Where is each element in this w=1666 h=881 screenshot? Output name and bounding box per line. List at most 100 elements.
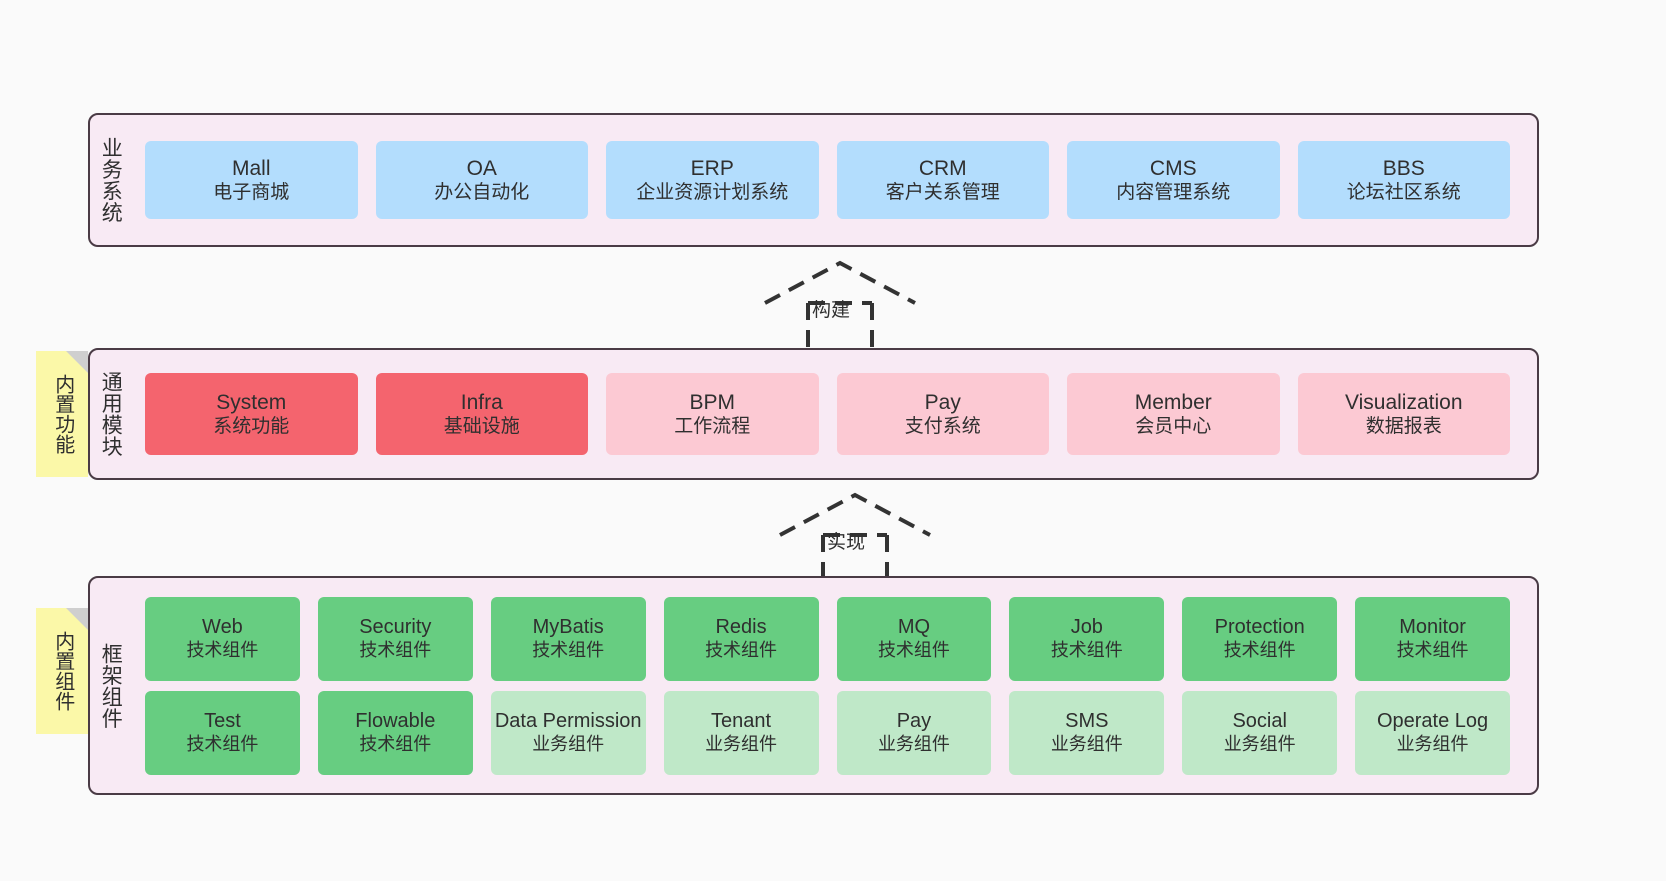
card-web[interactable]: Web 技术组件 [145, 596, 300, 681]
card-erp[interactable]: ERP 企业资源计划系统 [606, 141, 819, 219]
card-crm[interactable]: CRM 客户关系管理 [836, 141, 1049, 219]
card-sub: 企业资源计划系统 [636, 182, 789, 204]
card-sub: 业务组件 [1396, 733, 1469, 754]
card-sub: 技术组件 [359, 639, 432, 660]
layer-title-business: 业务系统 [99, 137, 123, 223]
card-name: Tenant [711, 710, 772, 733]
card-data-permission[interactable]: Data Permission 业务组件 [490, 690, 646, 775]
card-name: Redis [715, 616, 767, 639]
layer-common-modules: 通用模块 System 系统功能 Infra 基础设施 BPM 工作流程 Pay… [88, 348, 1539, 480]
card-sub: 技术组件 [359, 733, 432, 754]
card-sub: 技术组件 [186, 733, 259, 754]
layer-body-framework: Web 技术组件 Security 技术组件 MyBatis 技术组件 Redi… [130, 578, 1537, 793]
sticky-label: 内置组件 [51, 631, 74, 711]
framework-card-row-1: Web 技术组件 Security 技术组件 MyBatis 技术组件 Redi… [136, 596, 1519, 681]
card-bbs[interactable]: BBS 论坛社区系统 [1297, 141, 1510, 219]
card-name: CRM [918, 156, 967, 180]
card-name: MQ [897, 616, 931, 639]
card-name: SMS [1065, 710, 1109, 733]
card-name: OA [466, 156, 497, 180]
card-name: Test [204, 710, 241, 733]
framework-card-row-2: Test 技术组件 Flowable 技术组件 Data Permission … [136, 690, 1519, 775]
card-test[interactable]: Test 技术组件 [145, 690, 300, 775]
card-mq[interactable]: MQ 技术组件 [836, 596, 992, 681]
sticky-note-builtin-functions: 内置功能 [36, 351, 88, 477]
card-oa[interactable]: OA 办公自动化 [375, 141, 588, 219]
card-name: System [216, 390, 287, 414]
card-mall[interactable]: Mall 电子商城 [145, 141, 358, 219]
card-sub: 技术组件 [186, 639, 259, 660]
card-name: Social [1232, 710, 1287, 733]
card-sub: 技术组件 [705, 639, 778, 660]
card-bpm[interactable]: BPM 工作流程 [606, 373, 819, 455]
card-sub: 业务组件 [1050, 733, 1123, 754]
card-system[interactable]: System 系统功能 [145, 373, 358, 455]
card-redis[interactable]: Redis 技术组件 [663, 596, 819, 681]
business-card-row: Mall 电子商城 OA 办公自动化 ERP 企业资源计划系统 CRM 客户关系… [136, 141, 1519, 219]
layer-business-systems: 业务系统 Mall 电子商城 OA 办公自动化 ERP 企业资源计划系统 CRM… [88, 113, 1539, 247]
sticky-label: 内置功能 [51, 374, 74, 454]
card-name: Security [359, 616, 432, 639]
card-monitor[interactable]: Monitor 技术组件 [1355, 596, 1510, 681]
card-tenant[interactable]: Tenant 业务组件 [663, 690, 819, 775]
card-security[interactable]: Security 技术组件 [317, 596, 473, 681]
card-sub: 电子商城 [213, 182, 290, 204]
card-name: Pay [924, 390, 961, 414]
card-cms[interactable]: CMS 内容管理系统 [1067, 141, 1280, 219]
sticky-fold-icon [66, 351, 88, 373]
card-name: MyBatis [532, 616, 604, 639]
card-sms[interactable]: SMS 业务组件 [1009, 690, 1165, 775]
layer-title-modules: 通用模块 [99, 371, 123, 457]
card-sub: 会员中心 [1135, 416, 1212, 438]
card-name: Visualization [1344, 390, 1463, 414]
card-protection[interactable]: Protection 技术组件 [1182, 596, 1338, 681]
arrow-implement: 实现 [770, 487, 940, 587]
sticky-fold-icon [66, 608, 88, 630]
card-name: Monitor [1399, 616, 1466, 639]
card-sub: 业务组件 [877, 733, 950, 754]
card-sub: 办公自动化 [434, 182, 530, 204]
card-job[interactable]: Job 技术组件 [1009, 596, 1165, 681]
card-sub: 内容管理系统 [1116, 182, 1231, 204]
card-flowable[interactable]: Flowable 技术组件 [317, 690, 473, 775]
card-sub: 技术组件 [532, 639, 605, 660]
card-sub: 客户关系管理 [885, 182, 1000, 204]
card-sub: 业务组件 [1223, 733, 1296, 754]
card-name: Web [202, 616, 243, 639]
card-sub: 技术组件 [1396, 639, 1469, 660]
card-sub: 数据报表 [1365, 416, 1442, 438]
card-name: Job [1070, 616, 1103, 639]
card-name: BPM [689, 390, 735, 414]
card-mybatis[interactable]: MyBatis 技术组件 [490, 596, 646, 681]
card-name: Infra [460, 390, 503, 414]
card-sub: 支付系统 [904, 416, 981, 438]
arrow-label-build: 构建 [812, 300, 851, 321]
card-sub: 工作流程 [674, 416, 751, 438]
card-sub: 技术组件 [1223, 639, 1296, 660]
arrow-build: 构建 [755, 255, 925, 355]
card-name: Data Permission [494, 710, 642, 733]
card-member[interactable]: Member 会员中心 [1067, 373, 1280, 455]
layer-body-modules: System 系统功能 Infra 基础设施 BPM 工作流程 Pay 支付系统… [130, 350, 1537, 478]
card-sub: 基础设施 [443, 416, 520, 438]
card-sub: 业务组件 [705, 733, 778, 754]
sticky-note-builtin-components: 内置组件 [36, 608, 88, 734]
card-sub: 系统功能 [213, 416, 290, 438]
card-name: ERP [690, 156, 734, 180]
card-operate-log[interactable]: Operate Log 业务组件 [1355, 690, 1510, 775]
card-visualization[interactable]: Visualization 数据报表 [1297, 373, 1510, 455]
layer-title-framework: 框架组件 [99, 642, 123, 729]
card-pay-module[interactable]: Pay 支付系统 [836, 373, 1049, 455]
arrow-label-implement: 实现 [827, 532, 866, 553]
card-social[interactable]: Social 业务组件 [1182, 690, 1338, 775]
card-name: Flowable [355, 710, 436, 733]
card-sub: 技术组件 [877, 639, 950, 660]
card-name: Pay [896, 710, 932, 733]
card-pay-component[interactable]: Pay 业务组件 [836, 690, 992, 775]
card-sub: 业务组件 [532, 733, 605, 754]
card-name: CMS [1149, 156, 1197, 180]
card-infra[interactable]: Infra 基础设施 [375, 373, 588, 455]
layer-body-business: Mall 电子商城 OA 办公自动化 ERP 企业资源计划系统 CRM 客户关系… [130, 115, 1537, 245]
card-name: Mall [231, 156, 271, 180]
